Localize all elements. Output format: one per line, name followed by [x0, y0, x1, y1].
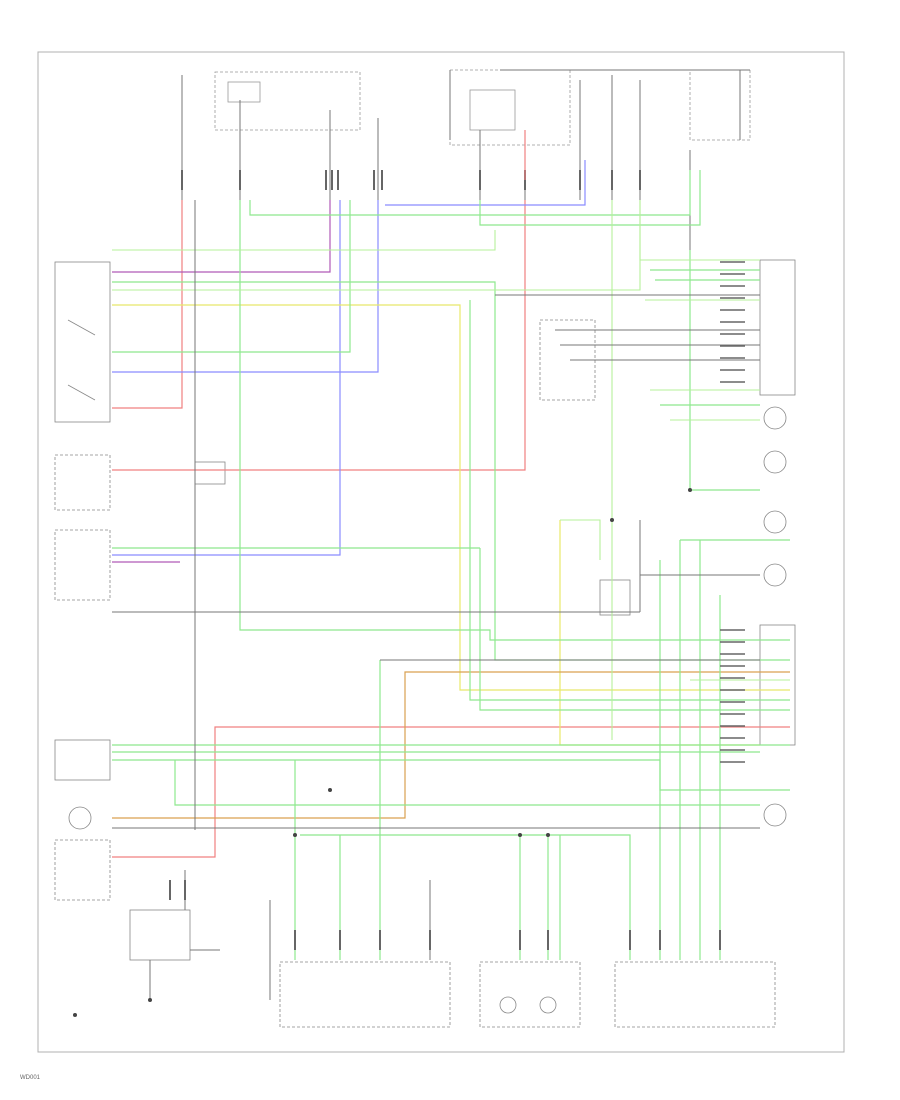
junction-dots [73, 488, 692, 1017]
wire-light-green [112, 200, 790, 740]
right-pin-marks [720, 261, 745, 763]
diagram-code: WD001 [20, 1075, 41, 1081]
wire-purple [112, 200, 331, 563]
diagram-border [37, 51, 845, 1053]
wire-yellow [112, 304, 790, 746]
left-switch-box [54, 261, 226, 961]
bottom-pin-marks [169, 880, 721, 950]
wire-green [112, 170, 790, 960]
wire-red [112, 130, 790, 858]
connector-marks [181, 170, 641, 190]
top-fuse-stubs [181, 75, 691, 250]
wire-blue [112, 160, 586, 556]
top-fuse-block [214, 69, 751, 146]
wire-dark [112, 69, 760, 1000]
bottom-lamp-assemblies [279, 961, 776, 1028]
